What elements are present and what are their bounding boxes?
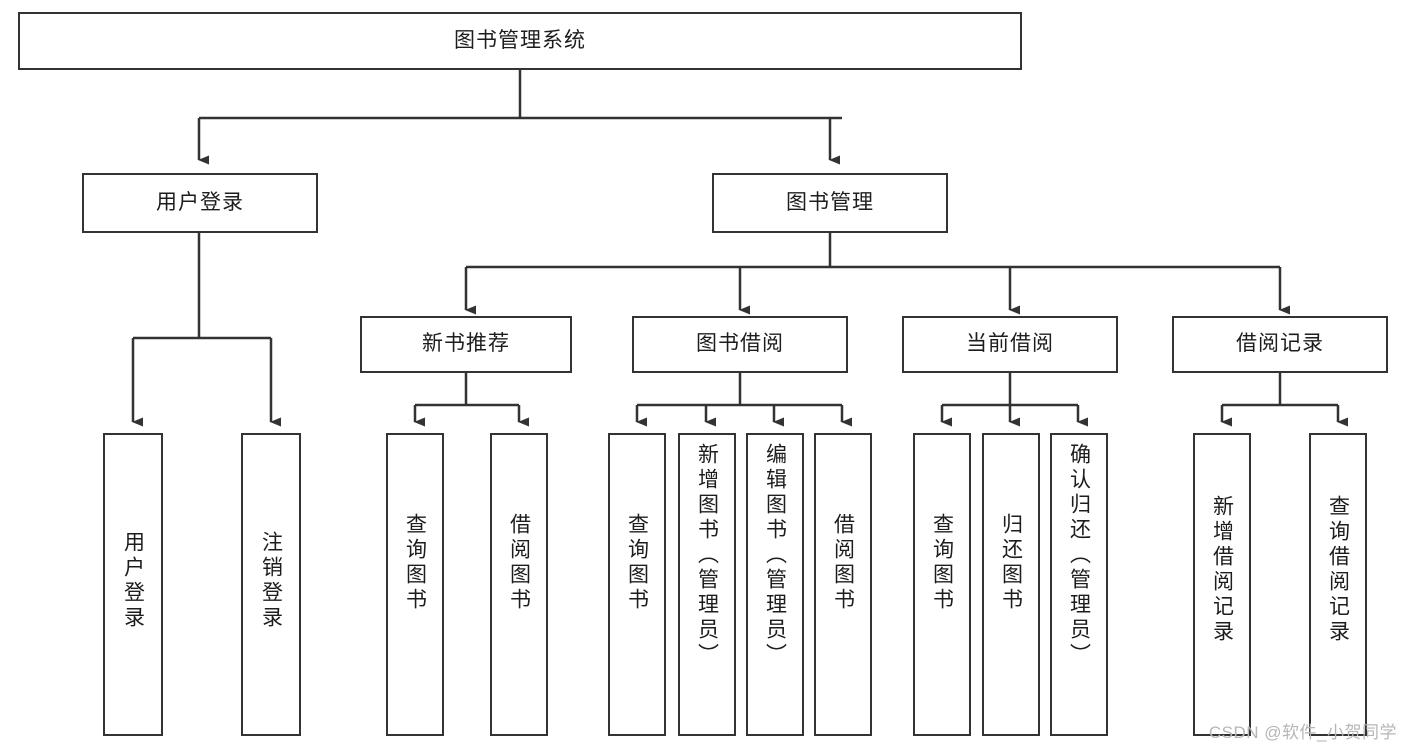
leaf-user-login[interactable]: 用户登录 [103,433,163,736]
watermark-text: CSDN @软件_小贺同学 [1208,723,1397,742]
leaf-query-book-3[interactable]: 查询图书 [913,433,971,736]
node-label: 查询图书 [403,513,427,613]
leaf-add-record[interactable]: 新增借阅记录 [1193,433,1251,736]
node-label: 注销登录 [259,531,283,631]
node-book-management[interactable]: 图书管理 [712,173,948,233]
leaf-return-book[interactable]: 归还图书 [982,433,1040,736]
node-label: 当前借阅 [966,332,1054,356]
node-label: 用户登录 [121,531,145,631]
leaf-borrow-book-1[interactable]: 借阅图书 [490,433,548,736]
leaf-query-book-1[interactable]: 查询图书 [386,433,444,736]
node-label: 借阅图书 [831,513,855,613]
leaf-query-book-2[interactable]: 查询图书 [608,433,666,736]
node-label: 查询图书 [930,513,954,613]
node-current-borrow[interactable]: 当前借阅 [902,316,1118,373]
node-label: 图书借阅 [696,332,784,356]
node-user-login[interactable]: 用户登录 [82,173,318,233]
leaf-edit-book[interactable]: 编辑图书（管理员） [746,433,804,736]
node-label: 借阅记录 [1236,332,1324,356]
node-book-management-system[interactable]: 图书管理系统 [18,12,1022,70]
node-label: 图书管理系统 [454,28,586,52]
node-label: 查询图书 [625,513,649,613]
node-label: 图书管理 [786,190,874,214]
node-label: 新书推荐 [422,332,510,356]
node-label: 查询借阅记录 [1326,495,1350,645]
node-new-book-recommend[interactable]: 新书推荐 [360,316,572,373]
node-label: 编辑图书（管理员） [763,443,787,668]
leaf-confirm-return[interactable]: 确认归还（管理员） [1050,433,1108,736]
node-label: 借阅图书 [507,513,531,613]
node-label: 确认归还（管理员） [1067,443,1091,668]
leaf-logout-login[interactable]: 注销登录 [241,433,301,736]
leaf-query-record[interactable]: 查询借阅记录 [1309,433,1367,736]
node-label: 用户登录 [156,190,244,214]
node-label: 归还图书 [999,513,1023,613]
node-borrow-record[interactable]: 借阅记录 [1172,316,1388,373]
leaf-borrow-book-2[interactable]: 借阅图书 [814,433,872,736]
node-book-borrow[interactable]: 图书借阅 [632,316,848,373]
node-label: 新增借阅记录 [1210,495,1234,645]
node-label: 新增图书（管理员） [695,443,719,668]
leaf-add-book[interactable]: 新增图书（管理员） [678,433,736,736]
